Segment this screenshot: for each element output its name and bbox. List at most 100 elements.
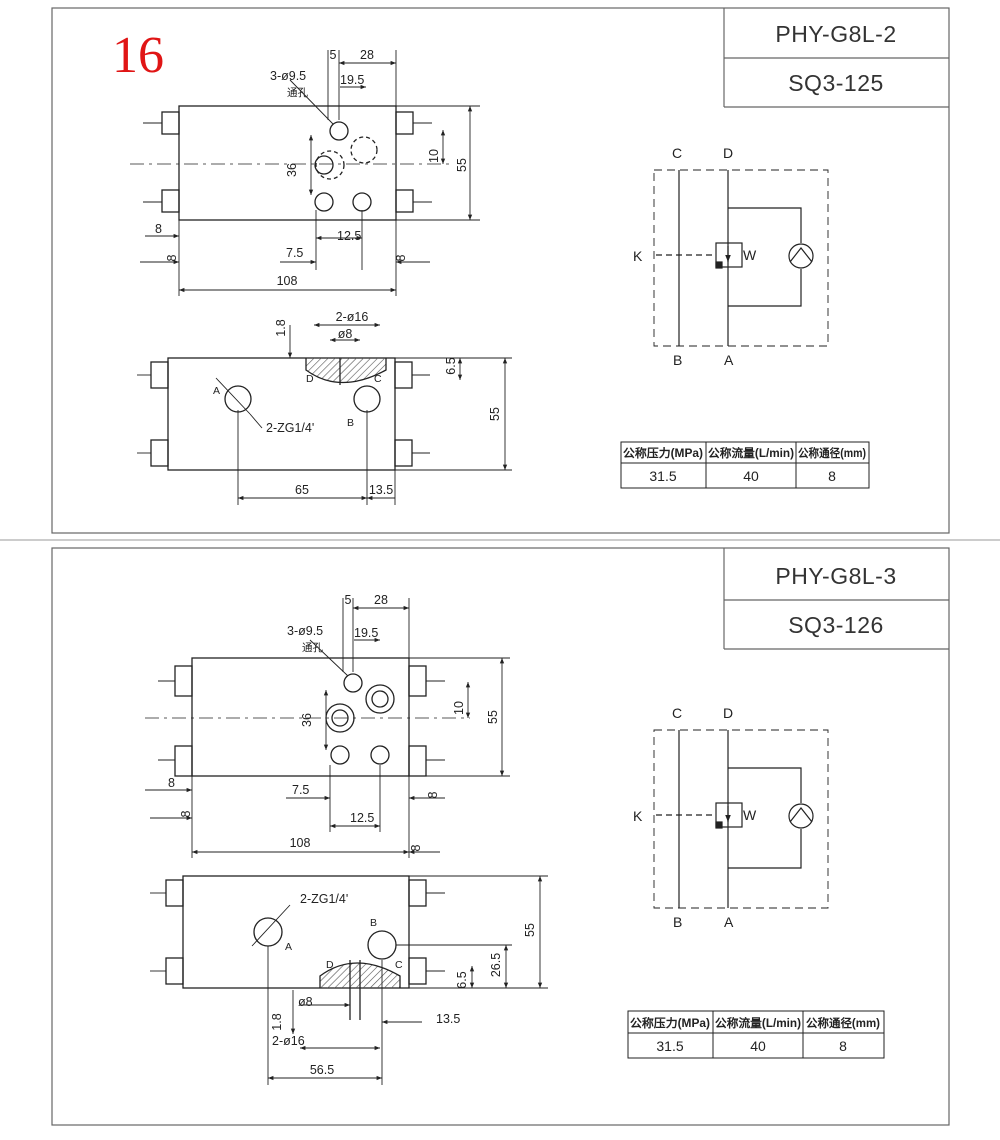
panel-border — [51, 7, 950, 534]
dim-label: 26.5 — [489, 953, 503, 977]
port-letter: C — [395, 959, 403, 971]
table-value: 8 — [828, 468, 836, 484]
top-view — [145, 657, 470, 777]
side-view-dimensions — [251, 875, 548, 1085]
top-view-dimensions — [140, 50, 480, 296]
dim-label: 36 — [300, 713, 314, 727]
holes-label: 3-ø9.5 — [270, 69, 306, 83]
dim-label: 19.5 — [340, 73, 364, 87]
part-number: SQ3-125 — [788, 70, 884, 96]
table-header: 公称通径(mm) — [798, 446, 866, 460]
dim-label: 5 — [345, 593, 352, 607]
dim-label: 8 — [426, 791, 440, 798]
table-value: 40 — [743, 468, 759, 484]
through-hole-note: 通孔 — [302, 641, 323, 654]
side-view — [150, 875, 445, 1020]
port-label: A — [724, 914, 734, 930]
dim-label: ø8 — [298, 995, 313, 1009]
panel-border — [51, 547, 950, 1126]
dim-label: 55 — [486, 710, 500, 724]
table-header: 公称流量(L/min) — [708, 446, 794, 460]
port-label: D — [723, 145, 733, 161]
dim-label: 13.5 — [369, 483, 393, 497]
top-view — [130, 105, 450, 221]
table-value: 31.5 — [649, 468, 676, 484]
spec-table: 公称压力(MPa) 公称流量(L/min) 公称通径(mm) 31.5 40 8 — [620, 441, 870, 489]
hydraulic-symbol — [653, 169, 829, 347]
port-label: K — [633, 808, 643, 824]
dim-label: 13.5 — [436, 1012, 460, 1026]
port-label: C — [672, 705, 682, 721]
dim-label: 8 — [409, 844, 423, 851]
title-block: PHY-G8L-3 SQ3-126 — [723, 548, 949, 650]
thread-label: 2-ZG1/4' — [266, 421, 314, 435]
dim-label: 56.5 — [310, 1063, 334, 1077]
dim-label: 19.5 — [354, 626, 378, 640]
dim-label: 6.5 — [455, 971, 469, 988]
spec-table: 公称压力(MPa) 公称流量(L/min) 公称通径(mm) 31.5 40 8 — [627, 1010, 885, 1059]
side-view — [137, 357, 430, 471]
through-hole-note: 通孔 — [287, 86, 308, 99]
table-value: 8 — [839, 1038, 847, 1054]
port-letter: A — [285, 941, 292, 953]
dim-label: 1.8 — [274, 319, 288, 336]
table-header: 公称压力(MPa) — [623, 446, 703, 460]
dim-label: 108 — [277, 274, 298, 288]
table-value: 31.5 — [656, 1038, 683, 1054]
top-view-dimensions — [145, 598, 510, 858]
part-number: SQ3-126 — [788, 612, 884, 638]
holes-label: 3-ø9.5 — [287, 624, 323, 638]
port-letter: D — [306, 373, 314, 385]
drawing-panel-2: PHY-G8L-3 SQ3-126 — [51, 547, 950, 1126]
side-view-dimensions — [215, 322, 512, 505]
dim-label: 55 — [455, 158, 469, 172]
dim-label: 55 — [523, 923, 537, 937]
thread-label: 2-ZG1/4' — [300, 892, 348, 906]
dim-label: 10 — [427, 149, 441, 163]
dim-label: ø8 — [338, 327, 353, 341]
dim-label: 8 — [179, 810, 193, 817]
port-label: W — [743, 807, 757, 823]
dim-label: 28 — [360, 48, 374, 62]
port-label: B — [673, 914, 682, 930]
dim-label: 108 — [290, 836, 311, 850]
table-header: 公称压力(MPa) — [630, 1016, 710, 1030]
page-number: 16 — [112, 27, 164, 84]
dim-label: 6.5 — [444, 357, 458, 374]
dim-label: 12.5 — [350, 811, 374, 825]
table-header: 公称通径(mm) — [806, 1016, 880, 1030]
dim-label: 1.8 — [270, 1013, 284, 1030]
model-number: PHY-G8L-3 — [775, 563, 896, 589]
dim-label: 55 — [488, 407, 502, 421]
dim-label: 7.5 — [286, 246, 303, 260]
port-label: K — [633, 248, 643, 264]
dim-label: 65 — [295, 483, 309, 497]
dim-label: 10 — [452, 701, 466, 715]
port-letter: B — [347, 417, 354, 429]
title-block: PHY-G8L-2 SQ3-125 — [723, 8, 949, 108]
table-value: 40 — [750, 1038, 766, 1054]
dim-label: 2-ø16 — [272, 1034, 305, 1048]
dim-label: 2-ø16 — [336, 310, 369, 324]
port-letter: C — [374, 373, 382, 385]
dim-label: 5 — [330, 48, 337, 62]
dim-label: 8 — [165, 254, 179, 261]
port-label: D — [723, 705, 733, 721]
port-letter: B — [370, 917, 377, 929]
port-letter: A — [213, 385, 220, 397]
dim-label: 36 — [285, 163, 299, 177]
dim-label: 12.5 — [337, 229, 361, 243]
table-header: 公称流量(L/min) — [715, 1016, 801, 1030]
dim-label: 28 — [374, 593, 388, 607]
dim-label: 8 — [155, 222, 162, 236]
port-label: A — [724, 352, 734, 368]
port-letter: D — [326, 959, 334, 971]
drawing-panel-1: PHY-G8L-2 SQ3-125 — [51, 7, 950, 534]
port-label: W — [743, 247, 757, 263]
dim-label: 8 — [394, 254, 408, 261]
port-label: B — [673, 352, 682, 368]
model-number: PHY-G8L-2 — [775, 21, 896, 47]
dim-label: 8 — [168, 776, 175, 790]
port-label: C — [672, 145, 682, 161]
